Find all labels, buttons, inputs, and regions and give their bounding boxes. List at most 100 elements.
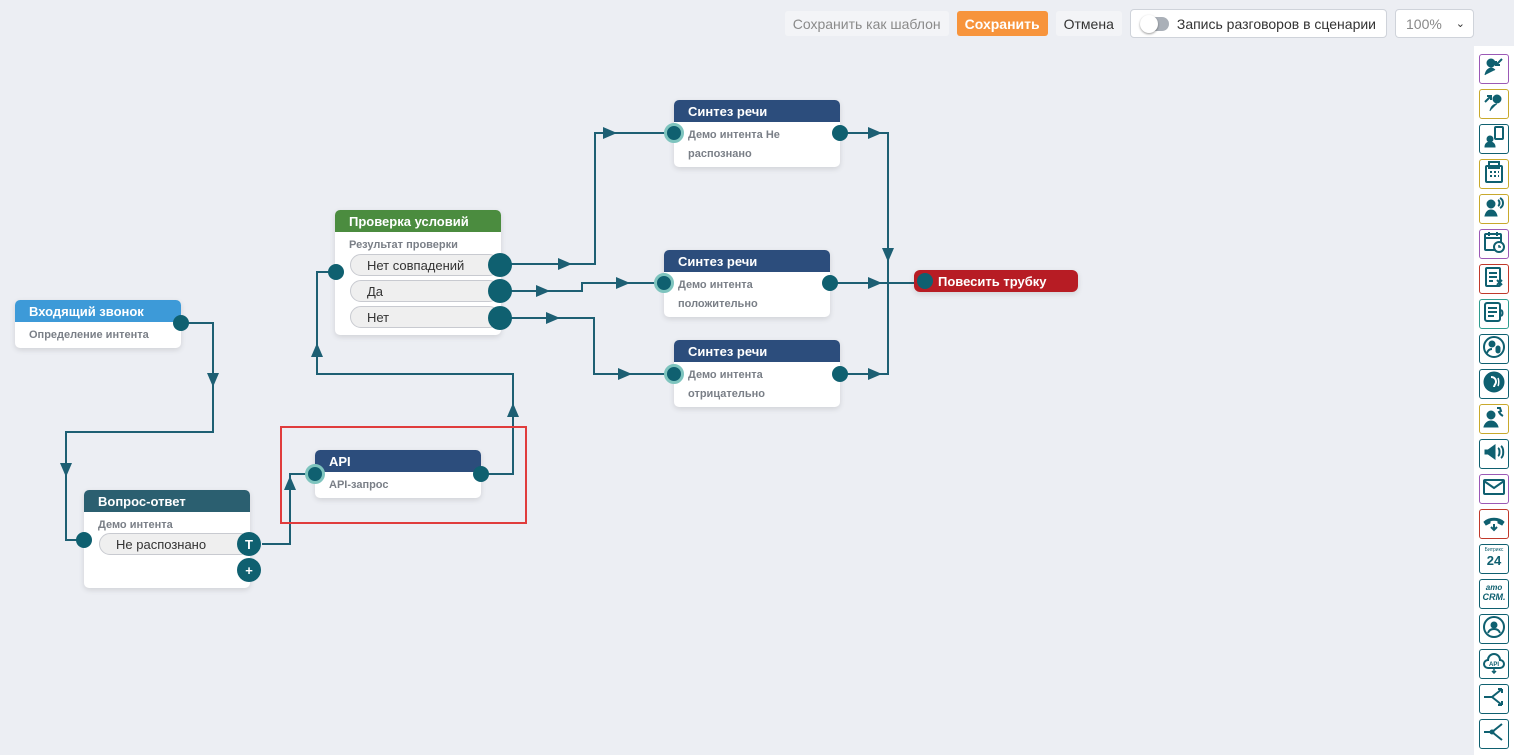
highlight-frame bbox=[280, 426, 527, 524]
palette-hangup-button[interactable] bbox=[1479, 509, 1509, 539]
subtitle-line: Демо интента Не bbox=[688, 129, 780, 141]
palette-branch-split-button[interactable] bbox=[1479, 684, 1509, 714]
node-subtitle: Демо интента положительно bbox=[664, 272, 830, 314]
qa-option-not-recognized[interactable]: Не распознано bbox=[99, 533, 251, 555]
svg-text:CRM.: CRM. bbox=[1483, 592, 1506, 602]
wire-check-yes-to-tts2 bbox=[500, 282, 663, 292]
node-api[interactable]: API API-запрос bbox=[305, 450, 489, 498]
palette-user-call-button[interactable] bbox=[1479, 404, 1509, 434]
output-port[interactable] bbox=[173, 315, 189, 331]
output-port-yes[interactable] bbox=[488, 279, 512, 303]
subtitle-line: Демо интента bbox=[678, 279, 753, 291]
wire-qa-to-api bbox=[262, 473, 313, 545]
subtitle-line: положительно bbox=[678, 298, 758, 310]
option-label: Нет bbox=[367, 309, 390, 325]
toggle-switch[interactable] bbox=[1139, 14, 1169, 33]
node-speech-synthesis-positive[interactable]: Синтез речи Демо интента положительно bbox=[654, 250, 838, 317]
save-as-template-button[interactable]: Сохранить как шаблон bbox=[784, 11, 949, 36]
condition-option-yes[interactable]: Да bbox=[350, 280, 500, 302]
record-calls-toggle[interactable]: Запись разговоров в сценарии bbox=[1129, 9, 1387, 38]
output-port[interactable] bbox=[832, 366, 848, 382]
input-port[interactable] bbox=[664, 123, 684, 143]
condition-option-no[interactable]: Нет bbox=[350, 306, 500, 328]
chevron-down-icon: ⌄ bbox=[1455, 18, 1465, 30]
palette-mobile-user-button[interactable] bbox=[1479, 124, 1509, 154]
branch-split-icon bbox=[1482, 685, 1506, 714]
outgoing-call-icon bbox=[1482, 90, 1506, 119]
input-port[interactable] bbox=[328, 264, 344, 280]
node-title: Проверка условий bbox=[335, 210, 501, 232]
hangup-icon bbox=[1482, 510, 1506, 539]
node-title: Синтез речи bbox=[674, 100, 840, 122]
palette-operator-button[interactable] bbox=[1479, 614, 1509, 644]
option-label: Не распознано bbox=[116, 536, 207, 552]
palette-text-to-speech-button[interactable] bbox=[1479, 299, 1509, 329]
output-port[interactable] bbox=[473, 466, 489, 482]
input-port[interactable] bbox=[305, 464, 325, 484]
input-port[interactable] bbox=[917, 273, 933, 289]
palette-outgoing-call-button[interactable] bbox=[1479, 89, 1509, 119]
node-subtitle: Демо интента bbox=[98, 519, 173, 531]
palette-incoming-call-button[interactable] bbox=[1479, 54, 1509, 84]
palette-branch-merge-button[interactable] bbox=[1479, 719, 1509, 749]
output-port[interactable] bbox=[832, 125, 848, 141]
input-port[interactable] bbox=[654, 273, 674, 293]
wire-check-no-to-tts3 bbox=[500, 317, 673, 375]
input-port[interactable] bbox=[664, 364, 684, 384]
palette-voice-recognition-button[interactable] bbox=[1479, 334, 1509, 364]
palette-email-button[interactable] bbox=[1479, 474, 1509, 504]
svg-text:Битрикс: Битрикс bbox=[1485, 547, 1504, 553]
palette-announcement-button[interactable] bbox=[1479, 439, 1509, 469]
output-port-no[interactable] bbox=[488, 306, 512, 330]
incoming-call-icon bbox=[1482, 55, 1506, 84]
node-title: Входящий звонок bbox=[15, 300, 181, 322]
wire-api-to-check bbox=[316, 271, 514, 475]
node-incoming-call[interactable]: Входящий звонок Определение интента bbox=[15, 300, 189, 348]
node-subtitle: API-запрос bbox=[329, 479, 389, 491]
node-title: Синтез речи bbox=[674, 340, 840, 362]
zoom-select[interactable]: 100% ⌄ bbox=[1395, 9, 1474, 38]
api-cloud-icon: API bbox=[1482, 650, 1506, 679]
palette-calendar-clock-button[interactable] bbox=[1479, 229, 1509, 259]
node-title: Синтез речи bbox=[664, 250, 830, 272]
add-option-button[interactable]: + bbox=[237, 558, 261, 582]
user-call-icon bbox=[1482, 405, 1506, 434]
connection-wires bbox=[60, 127, 922, 545]
palette-hearing-button[interactable] bbox=[1479, 369, 1509, 399]
save-button[interactable]: Сохранить bbox=[956, 11, 1048, 36]
node-title: API bbox=[315, 450, 481, 472]
palette-speaking-user-button[interactable] bbox=[1479, 194, 1509, 224]
node-speech-synthesis-not-recognized[interactable]: Синтез речи Демо интента Не распознано bbox=[664, 100, 848, 167]
node-question-answer[interactable]: Вопрос-ответ Демо интента Не распознано … bbox=[76, 490, 261, 588]
node-hang-up[interactable]: Повесить трубку bbox=[914, 270, 1078, 292]
announcement-icon bbox=[1482, 440, 1506, 469]
ivr-phone-icon bbox=[1482, 160, 1506, 189]
palette-checklist-cancel-button[interactable] bbox=[1479, 264, 1509, 294]
node-speech-synthesis-negative[interactable]: Синтез речи Демо интента отрицательно bbox=[664, 340, 848, 407]
output-port-no-match[interactable] bbox=[488, 253, 512, 277]
checklist-cancel-icon bbox=[1482, 265, 1506, 294]
branch-merge-icon bbox=[1482, 720, 1506, 749]
hearing-icon bbox=[1482, 370, 1506, 399]
input-port[interactable] bbox=[76, 532, 92, 548]
text-type-button[interactable]: T bbox=[237, 532, 261, 556]
condition-option-no-match[interactable]: Нет совпадений bbox=[350, 254, 500, 276]
node-subtitle: Демо интента отрицательно bbox=[674, 362, 840, 404]
subtitle-line: Демо интента bbox=[688, 369, 763, 381]
email-icon bbox=[1482, 475, 1506, 504]
output-port[interactable] bbox=[822, 275, 838, 291]
wire-check-no-match-to-tts1 bbox=[500, 132, 673, 265]
mobile-user-icon bbox=[1482, 125, 1506, 154]
cancel-button[interactable]: Отмена bbox=[1055, 11, 1122, 36]
toolbar: Сохранить как шаблон Сохранить Отмена За… bbox=[784, 9, 1474, 38]
node-subtitle: Определение интента bbox=[29, 329, 149, 341]
node-condition-check[interactable]: Проверка условий Результат проверки Нет … bbox=[328, 210, 512, 335]
subtitle-line: отрицательно bbox=[688, 388, 765, 400]
palette-ivr-phone-button[interactable] bbox=[1479, 159, 1509, 189]
palette-api-cloud-button[interactable]: API bbox=[1479, 649, 1509, 679]
